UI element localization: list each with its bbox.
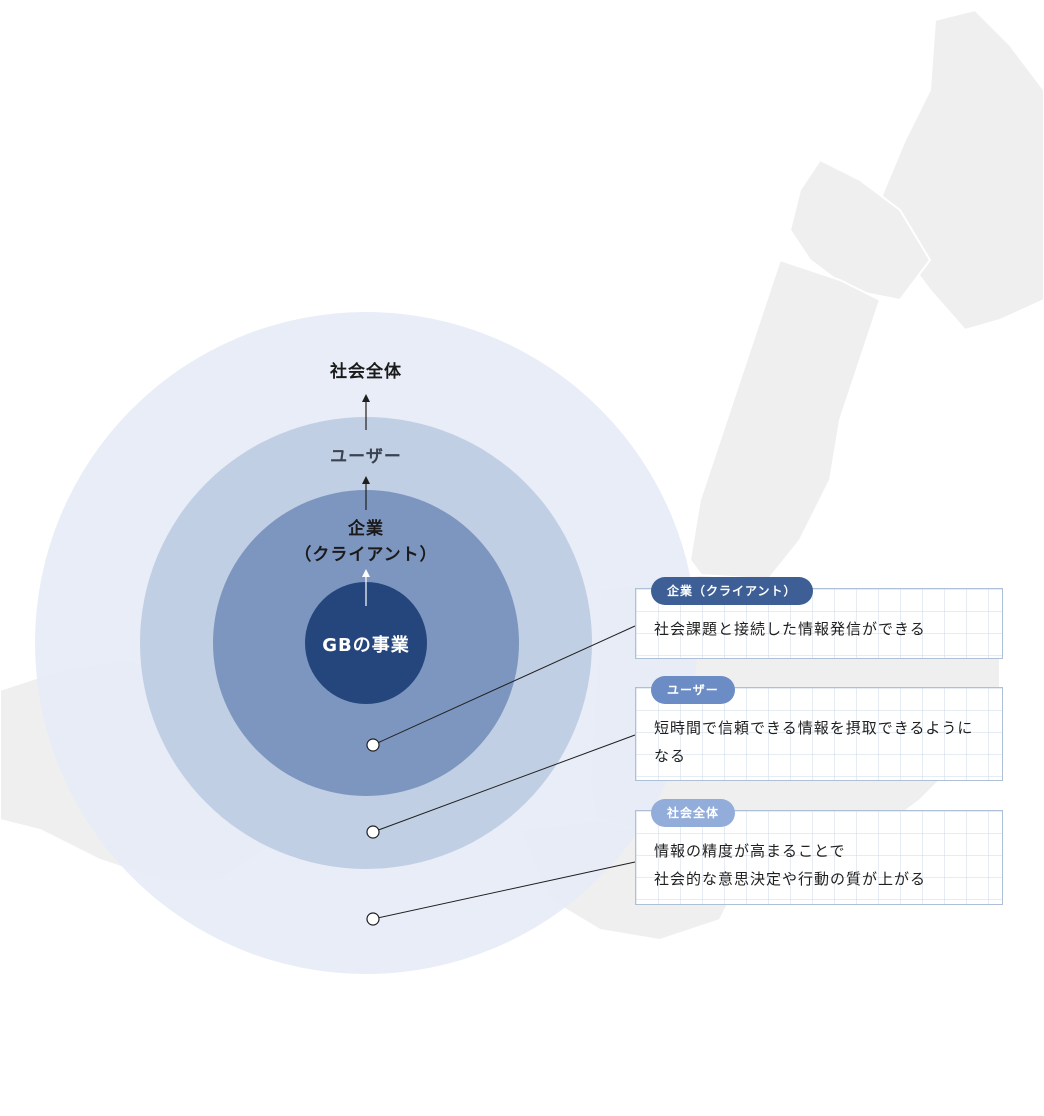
leader-line-enterprise xyxy=(372,625,636,746)
society-label: 社会全体 xyxy=(330,362,402,382)
enterprise-label-line2: （クライアント） xyxy=(294,545,438,565)
marker-enterprise xyxy=(366,738,380,752)
card-enterprise-text: 社会課題と接続した情報発信ができる xyxy=(654,620,926,638)
leader-line-user xyxy=(372,734,636,833)
user-label: ユーザー xyxy=(330,447,402,467)
marker-user xyxy=(366,825,380,839)
enterprise-label: 企業 （クライアント） xyxy=(246,516,486,568)
card-society-text-line1: 情報の精度が高まることで xyxy=(654,842,846,860)
core-label: GBの事業 xyxy=(322,635,410,656)
arrow-user-to-society xyxy=(362,394,370,430)
card-society-text-line2: 社会的な意思決定や行動の質が上がる xyxy=(654,870,927,888)
enterprise-label-line1: 企業 xyxy=(348,519,384,539)
arrow-enterprise-to-user xyxy=(362,476,370,510)
card-user-text: 短時間で信頼できる情報を摂取できるようになる xyxy=(654,719,974,765)
tag-enterprise: 企業（クライアント） xyxy=(651,577,813,605)
tag-society: 社会全体 xyxy=(651,799,736,827)
tag-user: ユーザー xyxy=(651,676,735,704)
leader-line-society xyxy=(372,861,636,920)
arrow-core-to-enterprise xyxy=(362,569,370,606)
marker-society xyxy=(366,912,380,926)
card-society-text: 情報の精度が高まることで 社会的な意思決定や行動の質が上がる xyxy=(654,837,988,893)
core-circle xyxy=(305,582,427,704)
card-society: 情報の精度が高まることで 社会的な意思決定や行動の質が上がる xyxy=(635,810,1003,905)
